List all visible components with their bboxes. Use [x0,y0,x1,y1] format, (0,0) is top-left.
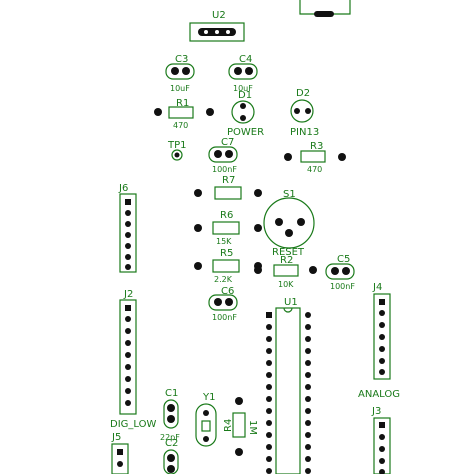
r5-value: 2.2K [214,275,233,284]
dig-low-label: DIG_LOW [110,419,156,430]
component-y1[interactable]: Y1 [195,392,217,447]
u1-right-pins [305,312,311,474]
component-j4-analog[interactable]: J4 ANALOG [358,282,400,400]
c4-value: 10uF [233,84,253,93]
top-right-connector [299,0,351,17]
c1-value: 22pF [160,433,180,442]
r1-label: R1 [176,98,189,109]
r1-value: 470 [173,121,188,130]
component-u2[interactable]: U2 [189,10,245,42]
d1-label: D1 [238,90,252,101]
d2-value: PIN13 [290,127,319,138]
y1-label: Y1 [202,392,215,403]
d1-value: POWER [227,127,264,138]
d2-label: D2 [296,88,310,99]
component-s1-reset-switch[interactable]: S1 RESET [263,189,315,258]
component-u1[interactable]: U1 [266,297,311,474]
j5-label: J5 [111,432,121,443]
j3-label: J3 [371,406,381,417]
component-c1[interactable]: C1 22pF [160,388,180,442]
c5-value: 100nF [330,282,355,291]
c1-label: C1 [165,388,178,399]
component-c6[interactable]: C6 100nF [208,286,238,322]
component-j3[interactable]: J3 [371,406,391,474]
j2-label: J2 [123,289,133,300]
c2-label: C2 [165,438,178,449]
component-r3[interactable]: R3 470 [284,141,346,174]
component-d2[interactable]: D2 PIN13 [290,88,319,138]
r5-label: R5 [220,248,233,259]
c7-value: 100nF [212,165,237,174]
component-r1[interactable]: R1 470 [154,98,214,130]
component-r7[interactable]: R7 [194,175,262,200]
tp1-label: TP1 [167,140,187,151]
c7-label: C7 [221,137,234,148]
component-c7[interactable]: C7 100nF [208,137,238,174]
component-tp1[interactable]: TP1 [167,140,187,161]
s1-label: S1 [283,189,296,200]
component-r2[interactable]: R2 10K [254,255,317,289]
c6-value: 100nF [212,313,237,322]
component-c3[interactable]: C3 10uF [165,54,195,93]
u1-label: U1 [284,297,298,308]
component-j5[interactable]: DIG_LOW J5 [110,419,156,474]
component-j6[interactable]: J6 [118,183,137,273]
component-c4[interactable]: C4 10uF [228,54,258,93]
component-r4[interactable]: R4 1M [223,397,258,456]
r3-value: 470 [307,165,322,174]
c5-label: C5 [337,254,350,265]
r2-value: 10K [278,280,294,289]
component-d1[interactable]: D1 POWER [227,90,264,138]
component-r5[interactable]: R5 2.2K [194,248,262,284]
r7-label: R7 [222,175,235,186]
c6-label: C6 [221,286,234,297]
j4-label: J4 [372,282,382,293]
u2-label: U2 [212,10,226,21]
r2-label: R2 [280,255,293,266]
r6-value: 15K [216,237,232,246]
r3-label: R3 [310,141,323,152]
j6-label: J6 [118,183,128,194]
u1-left-pins [266,312,272,474]
component-c2[interactable]: C2 [163,438,179,474]
component-j2[interactable]: J2 [119,289,137,415]
c3-value: 10uF [170,84,190,93]
component-r6[interactable]: R6 15K [194,210,262,246]
c3-label: C3 [175,54,188,65]
component-c5[interactable]: C5 100nF [325,254,355,291]
c4-label: C4 [239,54,252,65]
r4-label: R4 [223,419,234,432]
s1-value: RESET [272,247,305,258]
r4-value: 1M [247,420,258,435]
r6-label: R6 [220,210,233,221]
j4-value: ANALOG [358,389,400,400]
